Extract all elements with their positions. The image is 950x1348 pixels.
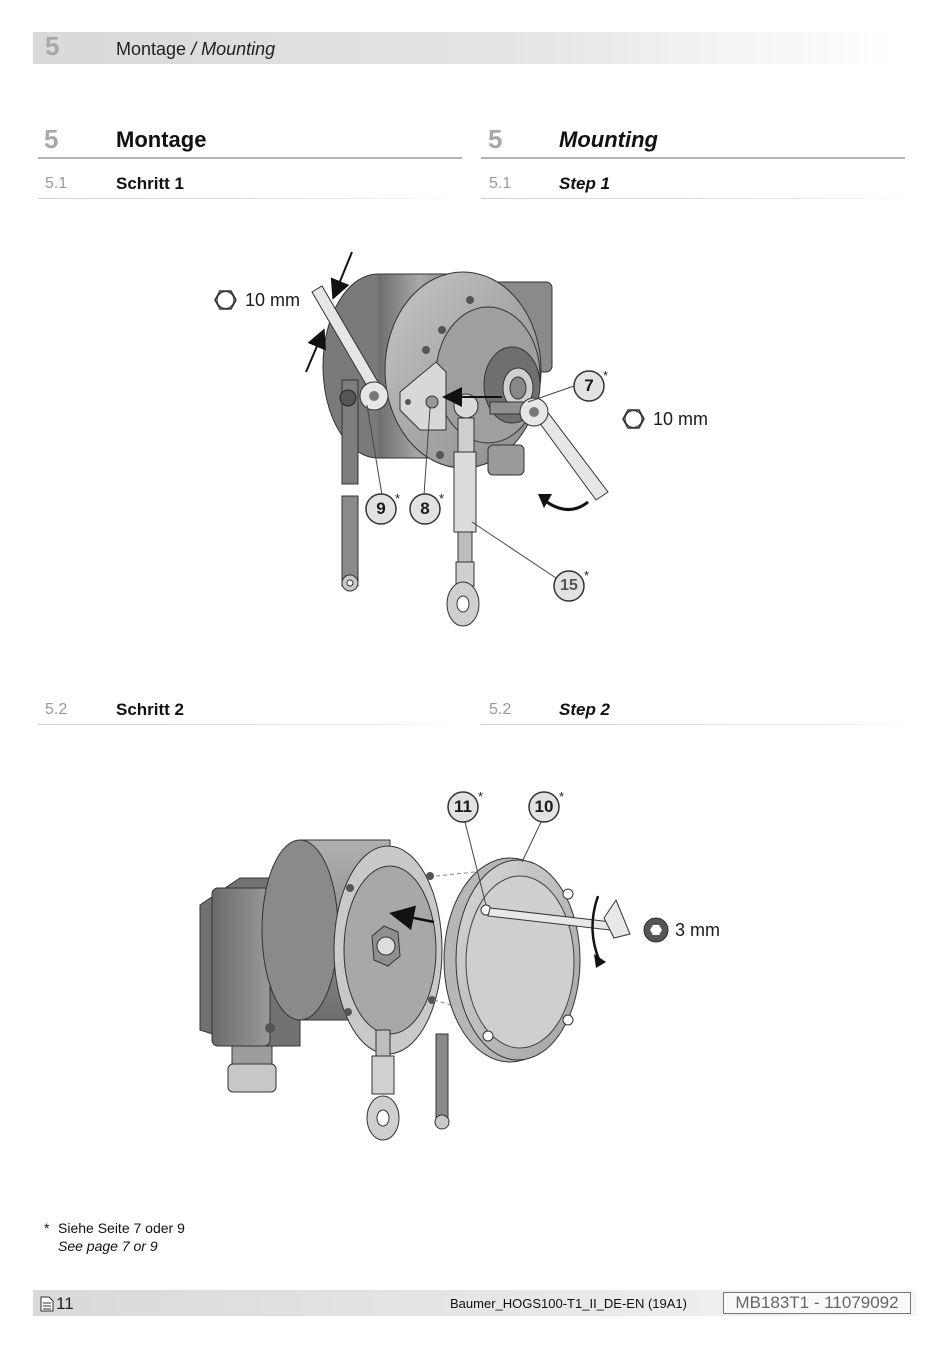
callout-10 (528, 791, 560, 823)
callout-9 (365, 493, 397, 525)
step1-title-de: Schritt 1 (116, 174, 185, 193)
step2-title-de: Schritt 2 (116, 700, 185, 719)
section-number-de: 5 (44, 124, 59, 154)
step2-rule-de (38, 724, 468, 725)
header-title-en: Mounting (201, 39, 276, 59)
header-title-de: Montage (116, 39, 187, 59)
step1-title-en: Step 1 (559, 174, 611, 193)
header-chapter-number: 5 (45, 31, 60, 61)
step2-number-de: 5.2 (45, 701, 68, 718)
step1-rule-de (38, 198, 468, 199)
callout-11 (447, 791, 479, 823)
header-bar (33, 32, 893, 64)
step2-title-en: Step 2 (559, 700, 611, 719)
footnote-en: See page 7 or 9 (58, 1238, 158, 1254)
torque-arm-strip (339, 379, 359, 592)
header-title: Montage / Mounting (116, 39, 275, 60)
hex-key (487, 898, 631, 939)
section-number-en: 5 (488, 124, 503, 154)
callout-8-asterisk: * (439, 491, 445, 506)
section-rule-de (38, 157, 462, 159)
step1-rule-en (481, 198, 921, 199)
step1-number-en: 5.1 (489, 175, 512, 192)
wrench-left (311, 285, 389, 411)
header-title-sep: / (186, 39, 202, 59)
section-title-de: Montage (116, 127, 207, 152)
document-name: Baumer_HOGS100-T1_II_DE-EN (19A1) (450, 1296, 687, 1311)
hex-socket-icon (643, 917, 669, 943)
step1-number-de: 5.1 (45, 175, 68, 192)
callout-8 (409, 493, 441, 525)
encoder-housing (261, 839, 443, 1055)
footnote-de: Siehe Seite 7 oder 9 (58, 1220, 185, 1236)
callout-9-label: 9 (376, 499, 386, 518)
wrench-right (519, 397, 609, 501)
callout-9-asterisk: * (395, 491, 401, 506)
step2-number-en: 5.2 (489, 701, 512, 718)
torque-rod (366, 1029, 400, 1141)
hex-key-size: 3 mm (675, 920, 720, 940)
callout-7 (573, 370, 605, 402)
callout-15-label: 15 (560, 577, 578, 594)
document-icon (40, 1296, 54, 1312)
page-number: 11 (56, 1294, 74, 1313)
callout-7-asterisk: * (603, 368, 609, 383)
section-title-en: Mounting (559, 127, 658, 152)
torque-rod (446, 393, 480, 627)
callout-10-asterisk: * (559, 789, 565, 804)
callout-11-asterisk: * (478, 789, 484, 804)
step2-rule-en (481, 724, 921, 725)
wrench-size-left: 10 mm (245, 290, 301, 310)
wrench-size-right: 10 mm (653, 409, 709, 429)
callout-8-label: 8 (420, 499, 430, 518)
footnote-mark: * (44, 1220, 50, 1236)
callout-15-asterisk: * (584, 568, 590, 583)
callout-7-label: 7 (584, 376, 594, 395)
housing-cover (433, 857, 581, 1063)
torque-arm-strip (434, 1033, 450, 1130)
hex-nut-icon (214, 290, 237, 310)
callout-15 (553, 570, 585, 602)
document-code: MB183T1 - 11079092 (723, 1292, 911, 1314)
section-rule-en (481, 157, 905, 159)
callout-10-label: 10 (534, 797, 554, 816)
callout-11-label: 11 (454, 797, 472, 816)
hex-nut-icon (622, 409, 645, 429)
mounting-bracket (399, 361, 447, 431)
